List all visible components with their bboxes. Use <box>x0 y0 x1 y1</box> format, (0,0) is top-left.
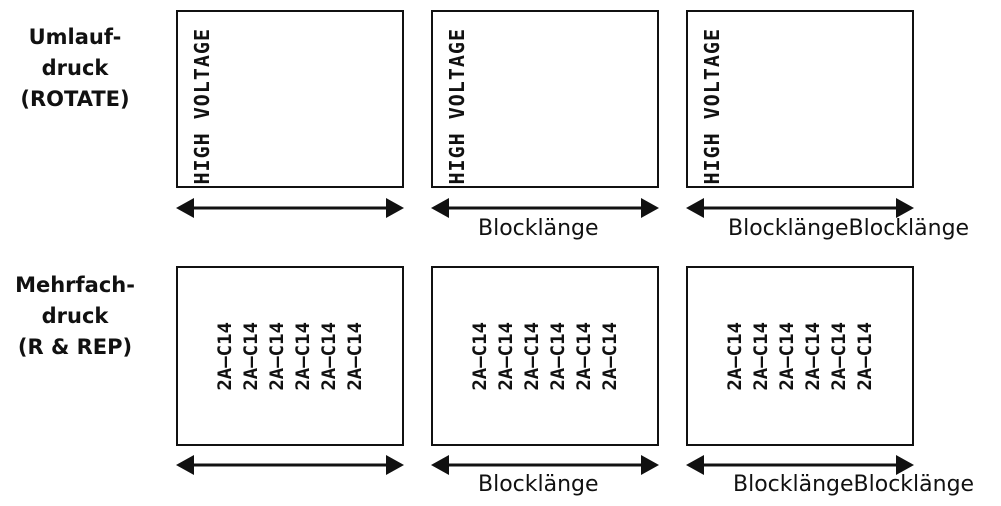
block-length-arrow <box>431 196 659 220</box>
block-length-arrow <box>686 453 914 477</box>
tape-panel-repeat-3: 2A–C14 2A–C14 2A–C14 2A–C14 2A–C14 2A–C1… <box>686 266 914 446</box>
repeat-text-group: 2A–C14 2A–C14 2A–C14 2A–C14 2A–C14 2A–C1… <box>178 268 402 444</box>
tape-panel-rotate-1: HIGH VOLTAGE <box>176 10 404 188</box>
tape-text: 2A–C14 <box>266 321 288 391</box>
tape-text: HIGH VOLTAGE <box>190 27 214 185</box>
repeat-text-group: 2A–C14 2A–C14 2A–C14 2A–C14 2A–C14 2A–C1… <box>688 268 912 444</box>
tape-text: 2A–C14 <box>344 321 366 391</box>
tape-text: 2A–C14 <box>495 321 517 391</box>
tape-text: 2A–C14 <box>828 321 850 391</box>
block-length-arrow <box>686 196 914 220</box>
tape-text: 2A–C14 <box>547 321 569 391</box>
tape-panel-repeat-1: 2A–C14 2A–C14 2A–C14 2A–C14 2A–C14 2A–C1… <box>176 266 404 446</box>
block-length-arrow <box>431 453 659 477</box>
block-length-caption: BlocklängeBlocklänge <box>728 216 970 241</box>
row-label-line: Mehrfach- <box>15 273 135 297</box>
tape-text: 2A–C14 <box>573 321 595 391</box>
tape-text: 2A–C14 <box>750 321 772 391</box>
row-label-line: druck <box>41 56 109 80</box>
row-label-repeat: Mehrfach- druck (R & REP) <box>10 270 140 363</box>
length-arrow <box>176 196 404 220</box>
tape-panel-rotate-2: HIGH VOLTAGE <box>431 10 659 188</box>
tape-text: 2A–C14 <box>521 321 543 391</box>
row-label-line: (ROTATE) <box>20 87 130 111</box>
tape-text: 2A–C14 <box>318 321 340 391</box>
block-length-caption: Blocklänge <box>478 216 599 241</box>
tape-text: 2A–C14 <box>240 321 262 391</box>
row-label-rotate: Umlauf- druck (ROTATE) <box>10 22 140 115</box>
tape-text: 2A–C14 <box>724 321 746 391</box>
tape-text: 2A–C14 <box>214 321 236 391</box>
tape-text: 2A–C14 <box>802 321 824 391</box>
tape-text: 2A–C14 <box>599 321 621 391</box>
tape-text: HIGH VOLTAGE <box>700 27 724 185</box>
tape-panel-repeat-2: 2A–C14 2A–C14 2A–C14 2A–C14 2A–C14 2A–C1… <box>431 266 659 446</box>
tape-panel-rotate-3: HIGH VOLTAGE <box>686 10 914 188</box>
repeat-text-group: 2A–C14 2A–C14 2A–C14 2A–C14 2A–C14 2A–C1… <box>433 268 657 444</box>
tape-text: 2A–C14 <box>854 321 876 391</box>
tape-text: 2A–C14 <box>469 321 491 391</box>
block-length-caption: Blocklänge <box>478 472 599 497</box>
block-length-caption: BlocklängeBlocklänge <box>733 472 975 497</box>
tape-text: 2A–C14 <box>292 321 314 391</box>
tape-text: 2A–C14 <box>776 321 798 391</box>
row-label-line: druck <box>41 304 109 328</box>
row-label-line: Umlauf- <box>28 25 122 49</box>
tape-text: HIGH VOLTAGE <box>445 27 469 185</box>
length-arrow <box>176 453 404 477</box>
row-label-line: (R & REP) <box>17 335 133 359</box>
